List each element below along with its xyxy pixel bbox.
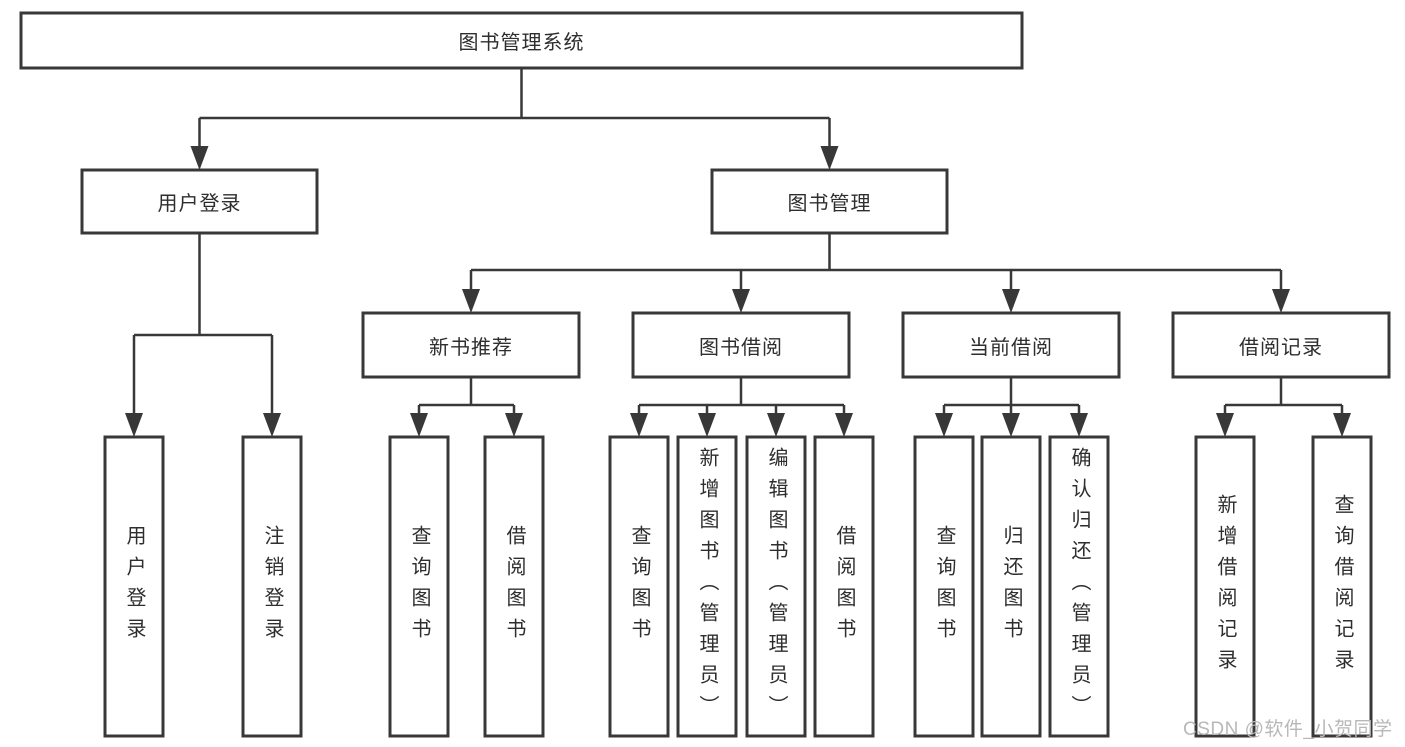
- node-label-current-borrow: 当前借阅: [969, 336, 1053, 359]
- leaf-box-confirm-return-admin: [1048, 435, 1110, 738]
- node-label-user-login: 用户登录: [157, 193, 242, 215]
- node-label-book-management: 图书管理: [787, 193, 872, 215]
- node-label-borrow-records: 借阅记录: [1239, 336, 1323, 359]
- leaf-box-edit-books-admin: [745, 435, 807, 738]
- connector-book-borrow-to-children: [637, 377, 846, 419]
- connector-user-login-to-children: [132, 233, 274, 417]
- arrowhead-icon: [1002, 289, 1020, 313]
- arrowhead-icon: [462, 289, 480, 313]
- arrowhead-icon: [630, 413, 648, 437]
- node-box-book-management: [710, 168, 949, 235]
- arrowhead-icon: [410, 413, 428, 437]
- node-box-current-borrow: [901, 311, 1121, 379]
- leaf-box-borrow-books-1: [483, 435, 545, 738]
- node-box-borrow-records: [1171, 311, 1391, 379]
- connector-borrow-records-to-children: [1223, 377, 1344, 419]
- arrowhead-icon: [190, 146, 209, 170]
- node-box-book-borrow: [631, 311, 851, 379]
- leaf-box-query-books-3: [913, 435, 975, 738]
- arrowhead-icon: [1333, 413, 1351, 437]
- node-box-root: [19, 11, 1024, 70]
- leaf-box-query-books-2: [608, 435, 670, 738]
- arrowhead-icon: [1272, 289, 1290, 313]
- leaf-box-add-books-admin: [676, 435, 738, 738]
- csdn-watermark: CSDN @软件_小贺同学: [1183, 719, 1393, 740]
- arrowhead-icon: [698, 413, 716, 437]
- leaf-label-return-books: 归还图书: [1000, 524, 1022, 649]
- connector-current-borrow-to-children: [942, 377, 1081, 419]
- leaf-box-add-borrow-record: [1194, 435, 1256, 738]
- node-label-book-borrow: 图书借阅: [699, 336, 783, 359]
- leaf-box-borrow-books-2: [813, 435, 875, 738]
- arrowhead-icon: [1002, 413, 1020, 437]
- arrowhead-icon: [505, 413, 523, 437]
- leaf-box-query-borrow-record: [1311, 435, 1373, 738]
- arrowhead-icon: [767, 413, 785, 437]
- leaf-box-query-books-1: [388, 435, 450, 738]
- connector-root-to-level2: [198, 68, 831, 150]
- leaf-label-query-books-1: 查询图书: [408, 524, 430, 649]
- connector-new-book-recommend-to-children: [417, 377, 516, 419]
- leaf-label-logout: 注销登录: [261, 524, 283, 649]
- node-label-root: 图书管理系统: [458, 32, 585, 54]
- leaf-label-confirm-return-admin: 确认归还（管理员）: [1068, 447, 1090, 726]
- leaf-label-edit-books-admin: 编辑图书（管理员）: [765, 447, 787, 726]
- arrowhead-icon: [1216, 413, 1234, 437]
- connector-book-management-to-level3: [469, 233, 1283, 293]
- arrowhead-icon: [1070, 413, 1088, 437]
- node-label-new-book-recommend: 新书推荐: [429, 336, 513, 359]
- leaf-label-user-login: 用户登录: [123, 524, 145, 649]
- leaf-label-borrow-books-1: 借阅图书: [503, 524, 525, 649]
- node-box-new-book-recommend: [361, 311, 581, 379]
- arrowhead-icon: [835, 413, 853, 437]
- leaf-box-return-books: [980, 435, 1042, 738]
- leaf-label-add-borrow-record: 新增借阅记录: [1214, 493, 1236, 680]
- leaf-label-query-books-3: 查询图书: [933, 524, 955, 649]
- leaf-box-logout: [241, 435, 303, 738]
- leaf-box-user-login: [103, 435, 165, 738]
- arrowhead-icon: [125, 413, 143, 437]
- leaf-label-query-books-2: 查询图书: [628, 524, 650, 649]
- leaf-label-query-borrow-record: 查询借阅记录: [1331, 493, 1353, 680]
- leaf-label-borrow-books-2: 借阅图书: [833, 524, 855, 649]
- arrowhead-icon: [732, 289, 750, 313]
- arrowhead-icon: [935, 413, 953, 437]
- arrowhead-icon: [263, 413, 281, 437]
- arrowhead-icon: [820, 146, 839, 170]
- leaf-label-add-books-admin: 新增图书（管理员）: [696, 447, 718, 726]
- node-box-user-login: [80, 168, 319, 235]
